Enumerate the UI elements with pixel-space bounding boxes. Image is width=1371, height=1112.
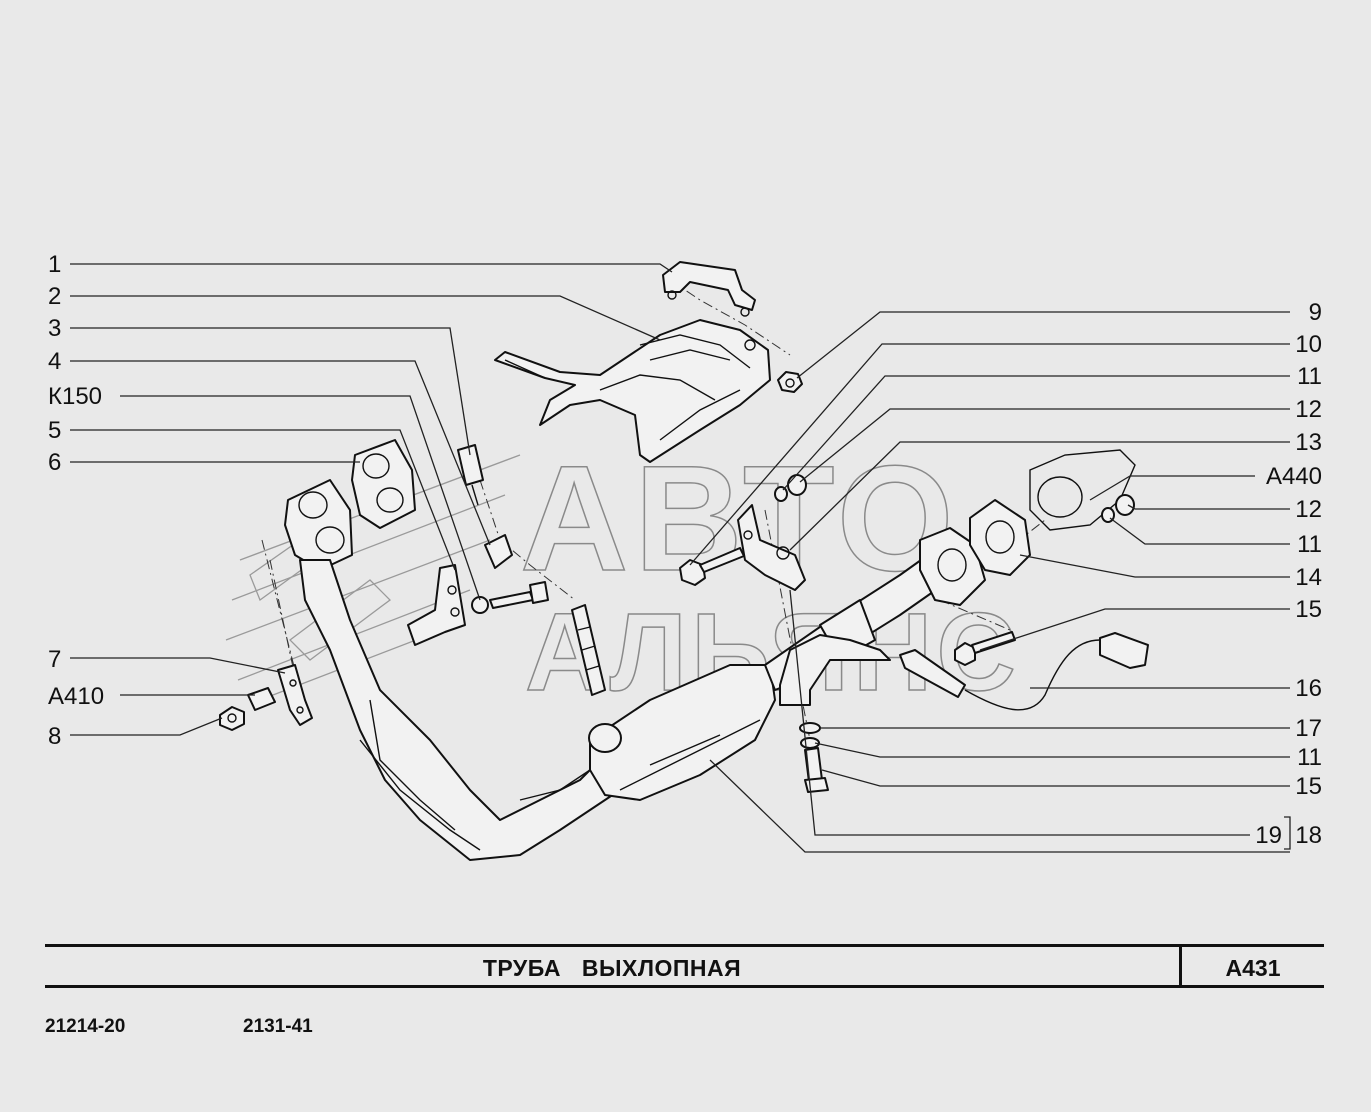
callout-k150: К150 bbox=[48, 383, 102, 410]
oxygen-sensor-front bbox=[571, 604, 606, 696]
callout-6: 6 bbox=[48, 449, 61, 476]
callout-3: 3 bbox=[48, 315, 61, 342]
callout-a410: А410 bbox=[48, 683, 104, 710]
callout-11-a: 11 bbox=[1297, 363, 1322, 390]
catalytic-converter bbox=[588, 664, 776, 801]
callout-10: 10 bbox=[1295, 331, 1322, 358]
gasket-14 bbox=[969, 499, 1031, 576]
callout-9: 9 bbox=[1309, 299, 1322, 326]
side-bracket-5 bbox=[407, 564, 466, 646]
heat-shield bbox=[494, 319, 771, 463]
callout-4: 4 bbox=[48, 348, 61, 375]
callout-7: 7 bbox=[48, 646, 61, 673]
callout-1: 1 bbox=[48, 251, 61, 278]
callout-8: 8 bbox=[48, 723, 61, 750]
callout-5: 5 bbox=[48, 417, 61, 444]
callout-18: 18 bbox=[1295, 822, 1322, 849]
nut-8 bbox=[219, 706, 245, 731]
rear-flange bbox=[919, 527, 986, 606]
downpipe bbox=[299, 559, 621, 861]
upper-bracket bbox=[662, 261, 756, 317]
bracket-7 bbox=[277, 664, 313, 726]
callout-15-a: 15 bbox=[1295, 596, 1322, 623]
leader-lines-left bbox=[70, 263, 673, 736]
bracket-4 bbox=[484, 534, 513, 569]
nut-12-right bbox=[1115, 494, 1135, 516]
bolt-k150 bbox=[471, 581, 549, 614]
manifold-flange bbox=[284, 479, 353, 571]
model-code-1: 21214-20 bbox=[45, 1016, 126, 1037]
gasket-6 bbox=[351, 439, 416, 529]
stud-a410 bbox=[247, 687, 276, 711]
flange-a440 bbox=[1029, 449, 1136, 531]
callout-13: 13 bbox=[1295, 429, 1322, 456]
callout-16: 16 bbox=[1295, 675, 1322, 702]
callout-19: 19 bbox=[1255, 822, 1282, 849]
nut-12-cluster bbox=[787, 474, 807, 496]
callout-14: 14 bbox=[1295, 564, 1322, 591]
nut-9 bbox=[777, 371, 803, 393]
callout-2: 2 bbox=[48, 283, 61, 310]
washer-17 bbox=[799, 722, 821, 734]
bracket-13 bbox=[737, 504, 806, 591]
washer-11-cluster bbox=[774, 486, 788, 502]
callout-12-b: 12 bbox=[1295, 496, 1322, 523]
leader-lines-right bbox=[689, 311, 1291, 853]
callout-11-b: 11 bbox=[1297, 531, 1322, 558]
bolt-10 bbox=[679, 547, 745, 586]
callouts-left: 1 2 3 4 К150 5 6 7 А410 8 bbox=[48, 251, 104, 750]
callout-a440: А440 bbox=[1266, 463, 1322, 490]
callout-17: 17 bbox=[1295, 715, 1322, 742]
hanger-bracket bbox=[779, 634, 891, 706]
callout-15-b: 15 bbox=[1295, 773, 1322, 800]
callouts-right: 9 10 11 12 13 А440 12 11 14 15 16 17 11 … bbox=[1255, 299, 1322, 849]
section-code: А431 bbox=[1225, 955, 1281, 981]
title-block: ТРУБА ВЫХЛОПНАЯ А431 bbox=[45, 944, 1324, 988]
bolt-15-upper bbox=[954, 631, 1016, 666]
title-divider bbox=[1179, 947, 1182, 985]
oxygen-sensor-rear bbox=[899, 632, 1149, 711]
watermark-line-1: АВТО bbox=[520, 434, 960, 602]
model-code-2: 2131-41 bbox=[243, 1016, 313, 1037]
callout-12-a: 12 bbox=[1295, 396, 1322, 423]
page-title: ТРУБА ВЫХЛОПНАЯ bbox=[482, 955, 742, 981]
callout-11-c: 11 bbox=[1297, 744, 1322, 771]
